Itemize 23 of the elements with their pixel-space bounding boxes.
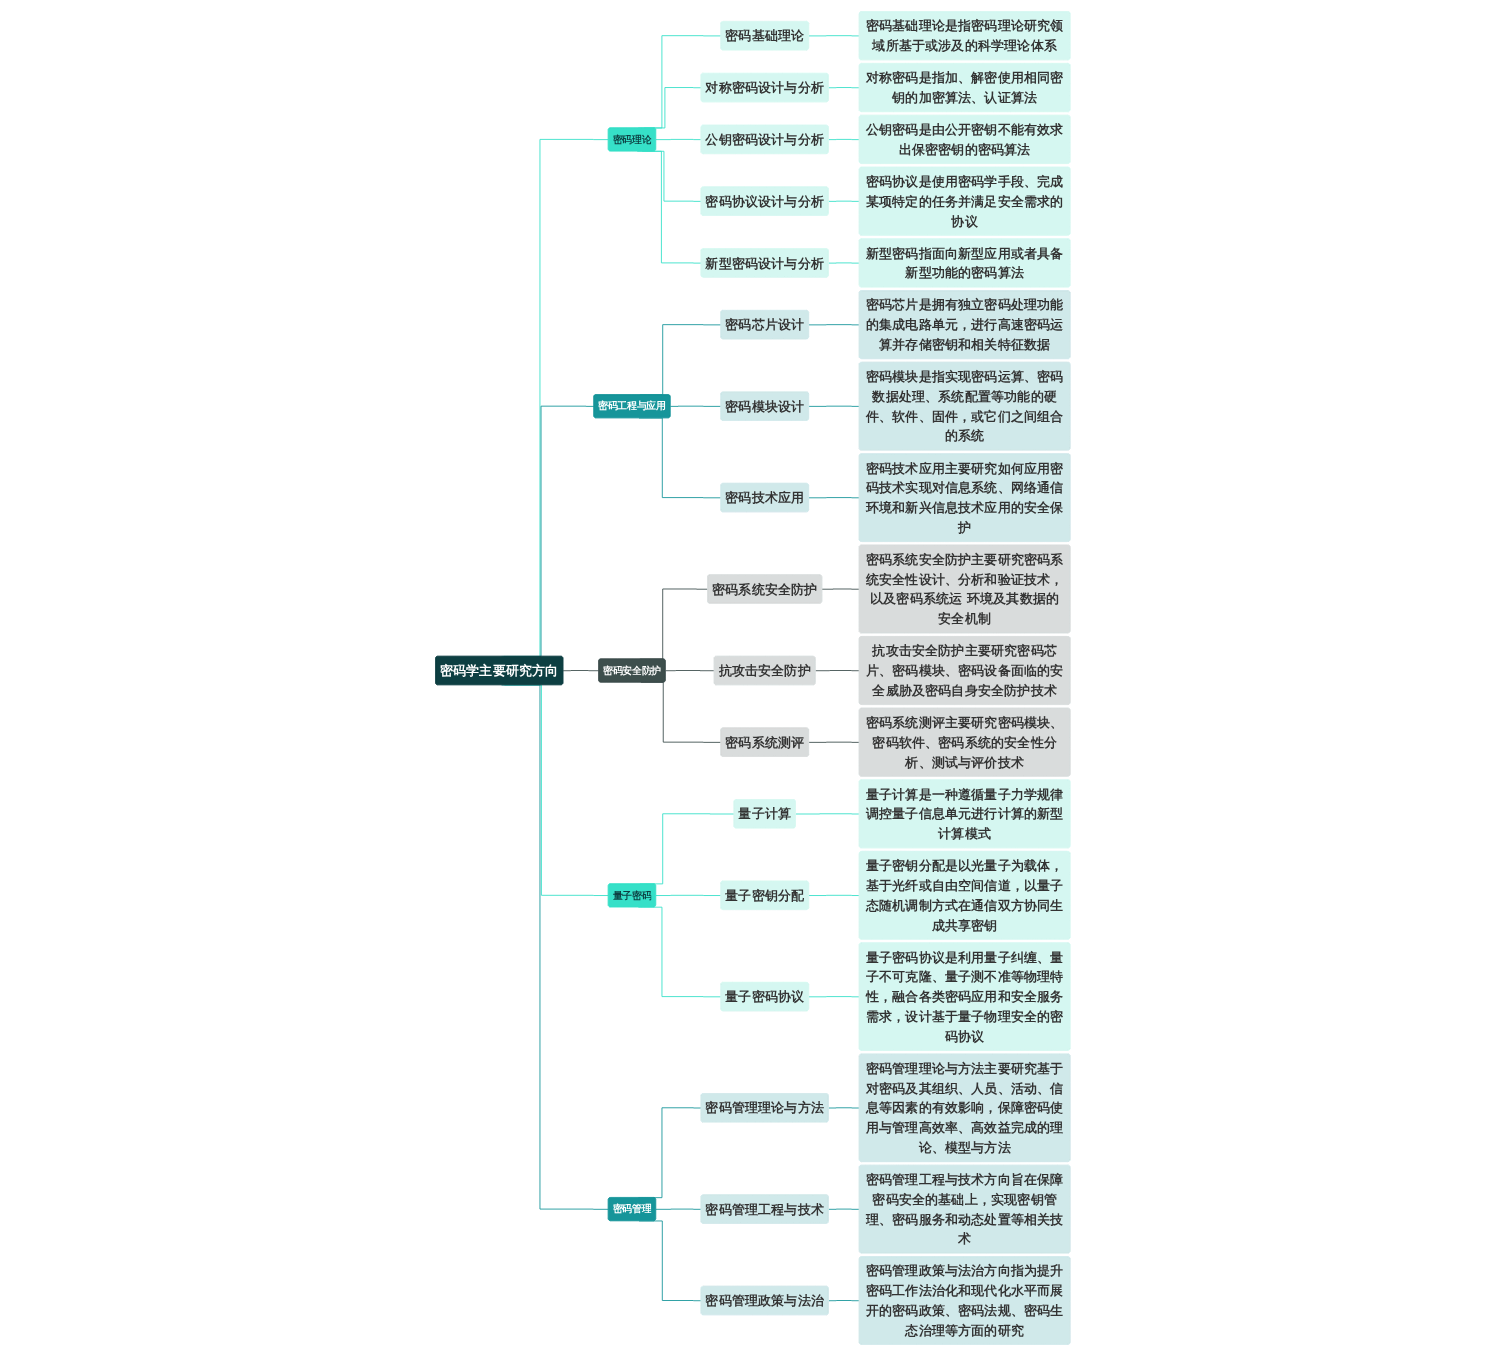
connector: [808, 741, 860, 743]
connector: [828, 262, 860, 264]
connector: [828, 200, 860, 202]
connector: [808, 324, 860, 326]
connector: [655, 139, 702, 141]
connector: [670, 405, 722, 407]
connector: [655, 894, 722, 896]
connector: [808, 405, 860, 407]
connector: [828, 139, 860, 141]
connector: [808, 996, 860, 998]
connector: [795, 813, 860, 815]
connector: [562, 670, 600, 672]
connector: [808, 35, 860, 37]
connector: [828, 87, 860, 89]
connector: [828, 1107, 860, 1109]
connector: [808, 894, 860, 896]
connector: [821, 588, 860, 590]
connector: [815, 670, 860, 672]
connector: [828, 1300, 860, 1302]
connector: [808, 497, 860, 499]
connector: [655, 1208, 702, 1210]
connector: [665, 670, 715, 672]
connector: [828, 1208, 860, 1210]
